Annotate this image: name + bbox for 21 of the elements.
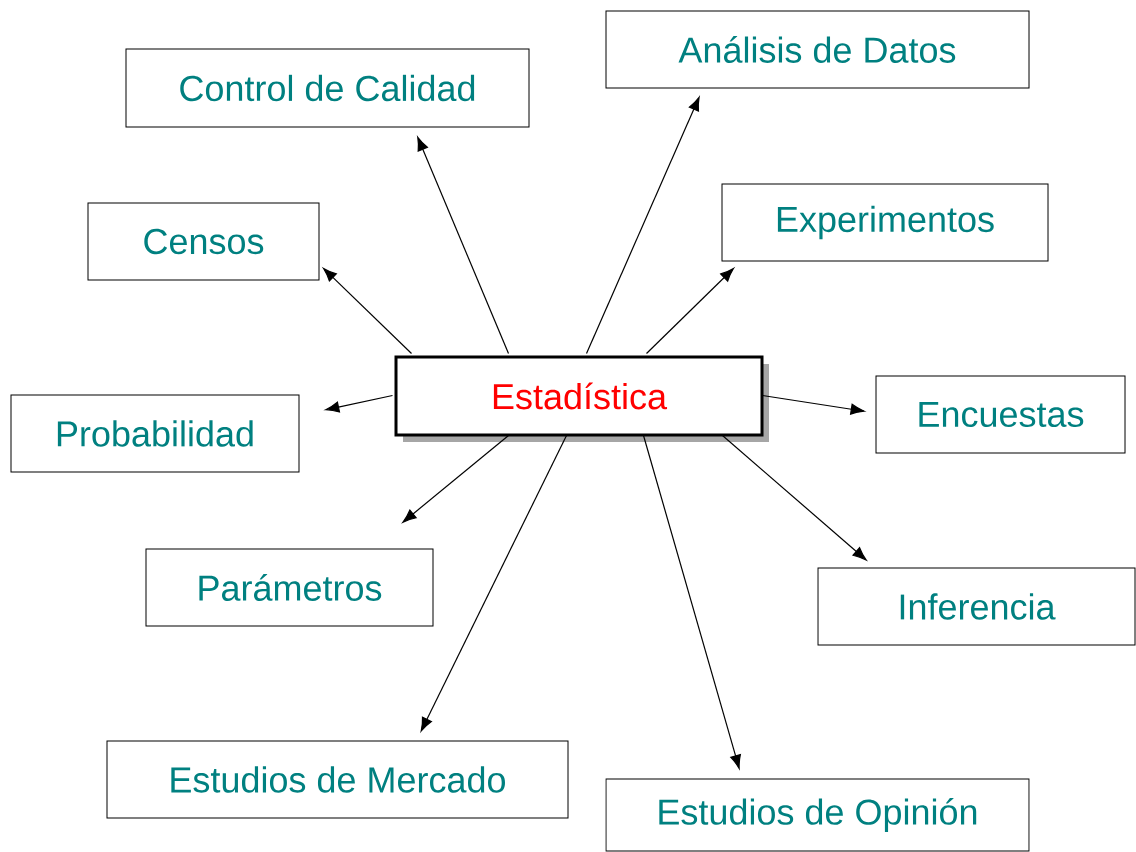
topic-box: Control de Calidad [125,48,530,128]
arrow [325,394,394,413]
topic-box: Estudios de Mercado [106,740,569,819]
topic-box: Experimentos [721,183,1049,262]
topic-box: Inferencia [817,567,1136,646]
arrow [642,434,741,769]
arrow [761,394,865,415]
arrow [721,434,867,561]
arrow [402,434,510,523]
arrow [420,434,568,732]
arrow [645,267,735,355]
topic-box: Encuestas [875,375,1126,454]
topic-box: Probabilidad [10,394,300,473]
arrow [417,136,510,355]
topic-box: Análisis de Datos [605,10,1030,89]
arrow [323,267,413,355]
arrow [585,96,700,355]
central-box: Estadística [394,355,769,442]
topic-box: Estudios de Opinión [605,778,1030,852]
topic-box: Censos [87,202,320,281]
topic-box: Parámetros [145,548,434,627]
